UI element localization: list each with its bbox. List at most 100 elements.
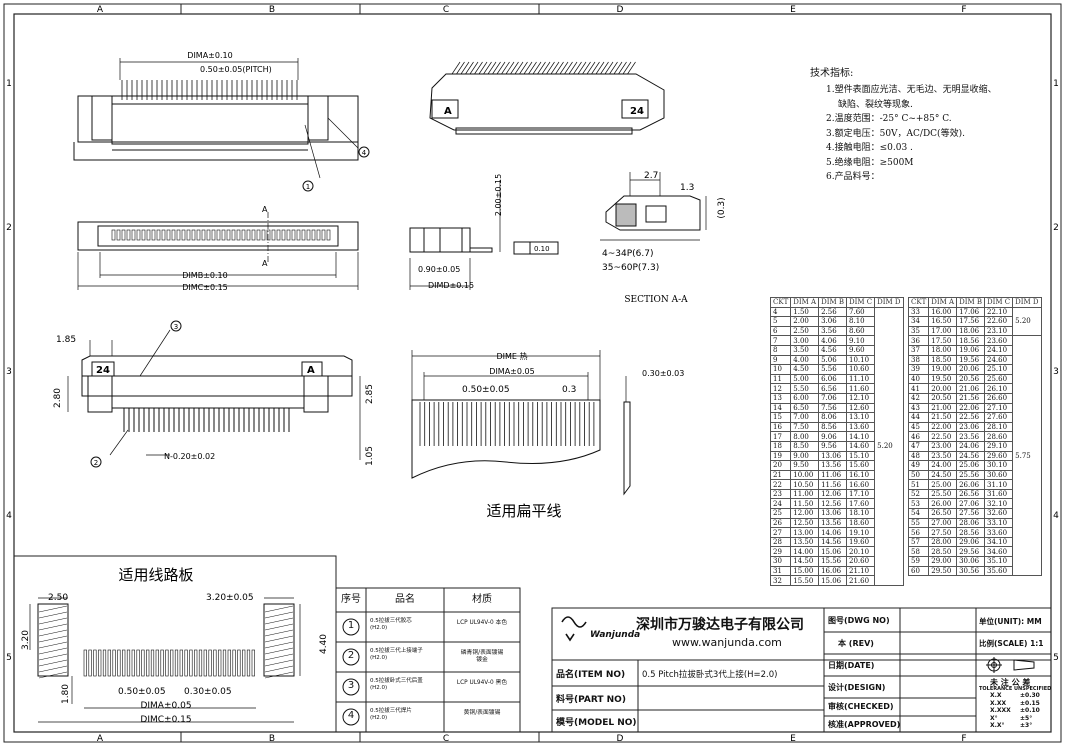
part-name: 0.5拉拔卧式三代后盖 (H2.0) <box>370 678 423 691</box>
tolerance-key: X° <box>990 714 998 722</box>
dim-280: 2.80 <box>53 388 63 408</box>
item-no-value: 0.5 Pitch拉拔卧式3代上接(H=2.0) <box>642 670 778 680</box>
zone-col-top: C <box>443 5 449 15</box>
tolerance-value: ±3° <box>1020 722 1033 730</box>
rev-label: 本 (REV) <box>838 639 874 648</box>
ffc-03: 0.3 <box>562 385 576 395</box>
balloon-2: 2 <box>90 456 102 468</box>
part-material: 磷青铜/表面镀锡 镀金 <box>460 650 504 663</box>
label-box-a <box>301 361 323 377</box>
tolerance-value: ±5° <box>1020 714 1033 722</box>
item-no-label: 品名(ITEM NO) <box>556 670 626 680</box>
zone-row-left: 4 <box>6 511 12 521</box>
tolerance-key: X.XXX <box>990 707 1011 715</box>
part-no-label: 料号(PART NO) <box>556 695 626 705</box>
zone-row-left: 3 <box>6 367 12 377</box>
zone-row-right: 2 <box>1053 223 1059 233</box>
zone-col-top: B <box>269 5 275 15</box>
checked-label: 审核(CHECKED) <box>828 702 894 711</box>
zone-row-right: 3 <box>1053 367 1059 377</box>
tech-note-item: 6.产品料号： <box>826 172 880 182</box>
zone-col-top: F <box>961 5 966 15</box>
dim-table-header: DIM C <box>846 297 876 308</box>
tech-note-item: 3.额定电压：50V，AC/DC(等效). <box>826 128 965 139</box>
section-a-top: A <box>262 205 268 214</box>
iso-label-a: A <box>444 106 452 117</box>
pin-width: N-0.20±0.02 <box>164 452 215 461</box>
zone-col-bottom: D <box>617 734 624 744</box>
zone-col-bottom: B <box>269 734 275 744</box>
ffc-dim-a: DIMA±0.05 <box>489 367 534 376</box>
section-title: SECTION A-A <box>624 295 688 305</box>
inner-frame <box>13 13 1052 733</box>
part-material: 黄铜/表面镀锡 <box>463 710 501 716</box>
dim-table-header: CKT <box>769 297 792 308</box>
part-number: 3 <box>347 680 355 691</box>
part-material: LCP UL94V-0 本色 <box>456 620 508 626</box>
zone-row-left: 5 <box>6 653 12 663</box>
ffc-thickness: 0.30±0.03 <box>642 369 684 378</box>
pcb-180: 1.80 <box>61 684 71 704</box>
bottom-label-24: 24 <box>96 365 110 376</box>
tolerance-title: 未 注 公 差 <box>990 678 1031 687</box>
dim-table-header: CKT <box>907 297 930 308</box>
ffc-pitch: 0.50±0.05 <box>462 385 510 395</box>
wanjunda-logo-mark <box>561 616 587 642</box>
top-view <box>73 58 359 179</box>
outer-frame <box>3 3 1062 743</box>
part-material: LCP UL94V-0 黑色 <box>456 680 508 686</box>
pins-60: 35~60P(7.3) <box>602 263 659 273</box>
iso-label-24: 24 <box>630 106 644 117</box>
svg-text:2: 2 <box>94 459 98 467</box>
dim-b: DIMB±0.10 <box>182 271 227 280</box>
dim-27: 2.7 <box>644 171 658 181</box>
model-no-label: 模号(MODEL NO) <box>556 718 637 728</box>
approved-label: 核准(APPROVED) <box>828 720 901 729</box>
zone-col-top: D <box>617 5 624 15</box>
tech-note-item: 2.温度范围：-25° C~+85° C. <box>826 114 952 124</box>
svg-text:1: 1 <box>306 183 310 191</box>
isometric-view <box>429 61 665 135</box>
tech-note-item: 5.绝缘电阻：≥500M <box>826 157 914 168</box>
parts-header: 序号 <box>341 594 361 605</box>
zone-row-right: 4 <box>1053 511 1059 521</box>
zone-col-top: E <box>790 5 796 15</box>
ffc-caption: 适用扁平线 <box>486 502 561 520</box>
zone-col-top: A <box>97 5 104 15</box>
flatness: 0.10 <box>534 245 550 253</box>
tolerance-key: X.XX <box>990 699 1007 707</box>
pcb-320-vertical: 3.20 <box>21 630 31 650</box>
ffc-dim-e: DIME 热 <box>496 351 527 361</box>
pins-34: 4~34P(6.7) <box>602 249 653 259</box>
dim-d: DIMD±0.15 <box>428 281 474 290</box>
dim-table-header: DIM A <box>928 297 958 308</box>
dim-table-header: DIM D <box>1012 297 1042 308</box>
bottom-label-a: A <box>307 365 315 376</box>
dim-13: 1.3 <box>680 183 694 193</box>
zone-row-right: 1 <box>1053 79 1059 89</box>
dim-285: 2.85 <box>365 384 375 404</box>
company-name: 深圳市万骏达电子有限公司 <box>636 617 804 633</box>
front-view <box>77 212 359 290</box>
pcb-050: 0.50±0.05 <box>118 687 166 697</box>
zone-col-bottom: C <box>443 734 449 744</box>
zone-col-bottom: A <box>97 734 104 744</box>
tolerance-value: ±0.30 <box>1020 692 1040 699</box>
dim-table-header: DIM D <box>874 297 904 308</box>
parts-table <box>335 587 521 733</box>
ffc-view <box>411 350 631 496</box>
